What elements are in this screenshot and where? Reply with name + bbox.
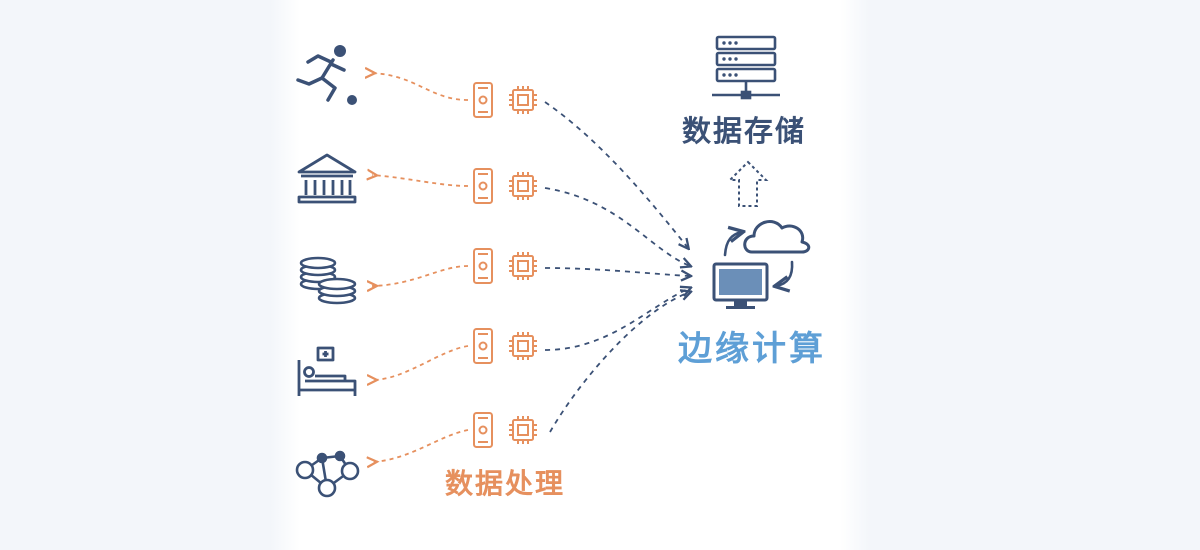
data-processing-label: 数据处理 bbox=[445, 467, 566, 500]
chip-icon bbox=[509, 172, 537, 200]
data-storage-label: 数据存储 bbox=[682, 114, 807, 148]
phone-icon bbox=[473, 168, 493, 204]
arrow-to-running bbox=[370, 73, 469, 101]
sync-arrow-right-icon bbox=[776, 260, 794, 286]
orange-dashed-arrows bbox=[370, 73, 469, 462]
sync-arrow-left-icon bbox=[723, 232, 742, 257]
hospital-bed-icon bbox=[297, 346, 357, 396]
monitor-icon bbox=[712, 262, 769, 309]
up-arrow-icon bbox=[727, 160, 769, 207]
chip-icon bbox=[509, 86, 537, 114]
running-person-icon bbox=[296, 45, 357, 105]
arrow-to-bed bbox=[372, 345, 469, 380]
arrow-to-network bbox=[372, 429, 469, 462]
processing-unit bbox=[473, 328, 537, 364]
people-network-icon bbox=[295, 450, 360, 498]
chip-icon bbox=[509, 416, 537, 444]
phone-icon bbox=[473, 412, 493, 448]
arrow-to-coins bbox=[372, 265, 469, 286]
phone-icon bbox=[473, 248, 493, 284]
processing-unit bbox=[473, 82, 537, 118]
arrow-edge-4 bbox=[544, 288, 690, 351]
processing-unit bbox=[473, 168, 537, 204]
navy-dashed-arrows bbox=[544, 101, 690, 433]
chip-icon bbox=[509, 332, 537, 360]
chip-icon bbox=[509, 252, 537, 280]
edge-computing-label: 边缘计算 bbox=[678, 329, 826, 369]
processing-unit bbox=[473, 412, 537, 448]
arrow-to-bank bbox=[372, 175, 469, 187]
phone-icon bbox=[473, 328, 493, 364]
diagram-panel bbox=[270, 0, 870, 550]
processing-unit bbox=[473, 248, 537, 284]
phone-icon bbox=[473, 82, 493, 118]
coin-stack-icon bbox=[299, 256, 357, 305]
bank-icon bbox=[297, 153, 357, 204]
arrow-edge-2 bbox=[544, 187, 690, 266]
arrow-edge-3 bbox=[544, 267, 690, 276]
arrow-edge-1 bbox=[544, 101, 688, 248]
processing-units bbox=[473, 82, 537, 448]
arrow-edge-5 bbox=[549, 292, 690, 433]
server-icon bbox=[712, 35, 780, 100]
